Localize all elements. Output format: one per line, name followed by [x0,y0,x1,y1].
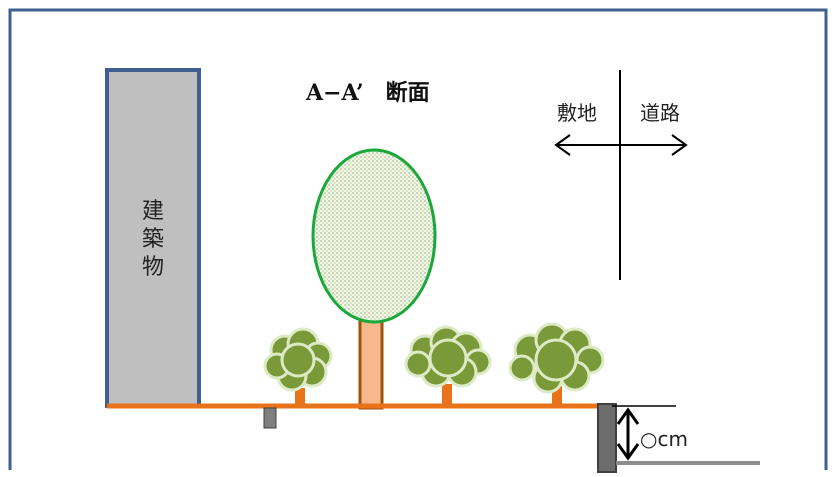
building-label-1: 建 [142,199,164,224]
height-dimension-label: ○cm [640,427,688,451]
tree-icon [311,148,437,410]
ground-marker-post [263,407,277,429]
double-arrow-vertical-icon [616,407,640,461]
boundary-curb [597,403,617,473]
shrub-icon [404,325,492,406]
shrub-icon [263,327,333,406]
section-title: A−A’ 断面 [305,80,430,106]
tree-canopy [311,148,437,324]
diagram-border [8,8,828,470]
building-label-3: 物 [142,255,164,280]
shrub-icon [508,322,605,406]
double-arrow-horizontal-icon [554,134,688,156]
tree-trunk [358,316,384,410]
site-label: 敷地 [557,101,597,125]
building-label-2: 築 [142,227,164,252]
road-label: 道路 [640,101,680,125]
